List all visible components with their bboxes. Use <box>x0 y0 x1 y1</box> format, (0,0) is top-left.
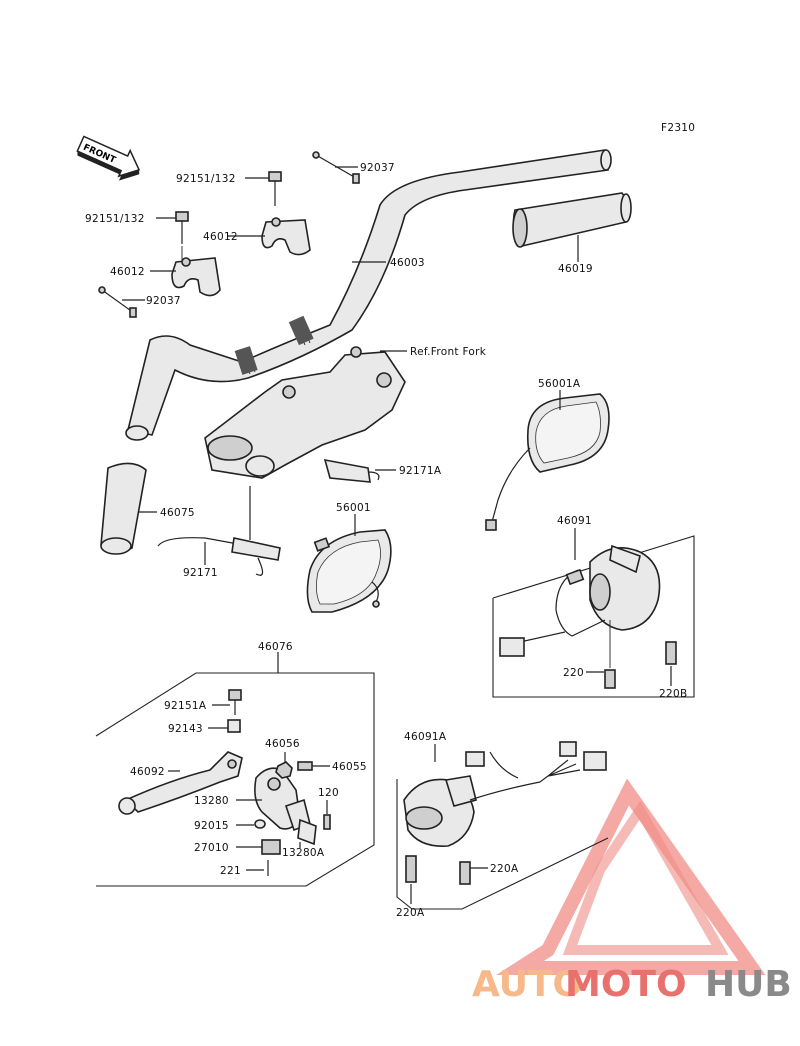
nut-46056 <box>275 761 293 779</box>
right-grip <box>512 192 632 248</box>
label-13280a: 13280A <box>282 847 325 859</box>
screw-120 <box>323 814 331 830</box>
bracket-92171a <box>323 458 380 483</box>
watermark-triangle-icon <box>496 778 766 975</box>
label-46056: 46056 <box>265 738 300 750</box>
left-handlebar-switch <box>403 741 607 847</box>
screw-220a-right <box>459 861 471 885</box>
screw-220a-bottom <box>405 855 417 883</box>
label-46075: 46075 <box>160 507 195 519</box>
collar-92143 <box>227 719 241 733</box>
figure-code: F2310 <box>661 122 695 134</box>
band-lower <box>98 286 137 318</box>
screw-220b <box>665 641 677 665</box>
label-92151a: 92151A <box>164 700 207 712</box>
bolt-upper <box>268 171 282 206</box>
label-92143: 92143 <box>168 723 203 735</box>
label-46012-lower: 46012 <box>110 266 145 278</box>
bolt-92151a <box>228 689 242 715</box>
switch-box-46091a-frame <box>396 779 609 910</box>
label-220: 220 <box>563 667 584 679</box>
label-220b: 220B <box>659 688 687 700</box>
label-56001: 56001 <box>336 502 371 514</box>
handlebar-clamp-lower <box>171 257 221 297</box>
label-92171: 92171 <box>183 567 218 579</box>
label-221: 221 <box>220 865 241 877</box>
switch-27010 <box>261 839 281 855</box>
screw-46055 <box>297 761 313 771</box>
screw-220 <box>604 620 616 689</box>
label-92151-132-lower: 92151/132 <box>85 213 145 225</box>
handlebar-clamp-upper <box>261 217 311 256</box>
right-handlebar-switch <box>499 544 661 657</box>
label-27010: 27010 <box>194 842 229 854</box>
label-46091a: 46091A <box>404 731 447 743</box>
bracket-92171 <box>157 486 281 576</box>
label-92171a: 92171A <box>399 465 442 477</box>
watermark-text-moto: MOTO <box>565 964 687 1005</box>
label-46003: 46003 <box>390 257 425 269</box>
label-92151-132-upper: 92151/132 <box>176 173 236 185</box>
lever-assy-46076-frame <box>95 672 375 887</box>
mirror-left <box>306 529 392 613</box>
clutch-lever <box>118 751 243 815</box>
label-92015: 92015 <box>194 820 229 832</box>
label-220a-bottom: 220A <box>396 907 425 919</box>
bolt-lower <box>175 211 189 244</box>
mirror-right <box>485 393 610 531</box>
label-92037-lower: 92037 <box>146 295 181 307</box>
label-56001a: 56001A <box>538 378 581 390</box>
watermark-text-auto: AUTO <box>472 964 583 1005</box>
label-120: 120 <box>318 787 339 799</box>
label-46092: 46092 <box>130 766 165 778</box>
label-46019: 46019 <box>558 263 593 275</box>
label-220a-right: 220A <box>490 863 519 875</box>
watermark-text-hub: HUB <box>705 964 792 1005</box>
upper-fork-bracket <box>204 346 406 479</box>
washer-92015 <box>254 819 266 829</box>
bracket-13280a <box>297 818 317 846</box>
label-46091: 46091 <box>557 515 592 527</box>
front-arrow-icon: FRONT <box>76 135 141 181</box>
left-grip <box>100 462 147 555</box>
handlebar <box>125 149 612 441</box>
label-13280: 13280 <box>194 795 229 807</box>
watermark-logo: AUTO MOTO HUB <box>472 778 792 1005</box>
label-46012-upper: 46012 <box>203 231 238 243</box>
label-46055: 46055 <box>332 761 367 773</box>
label-46076: 46076 <box>258 641 293 653</box>
label-92037-upper: 92037 <box>360 162 395 174</box>
label-ref-front-fork: Ref.Front Fork <box>410 346 487 358</box>
